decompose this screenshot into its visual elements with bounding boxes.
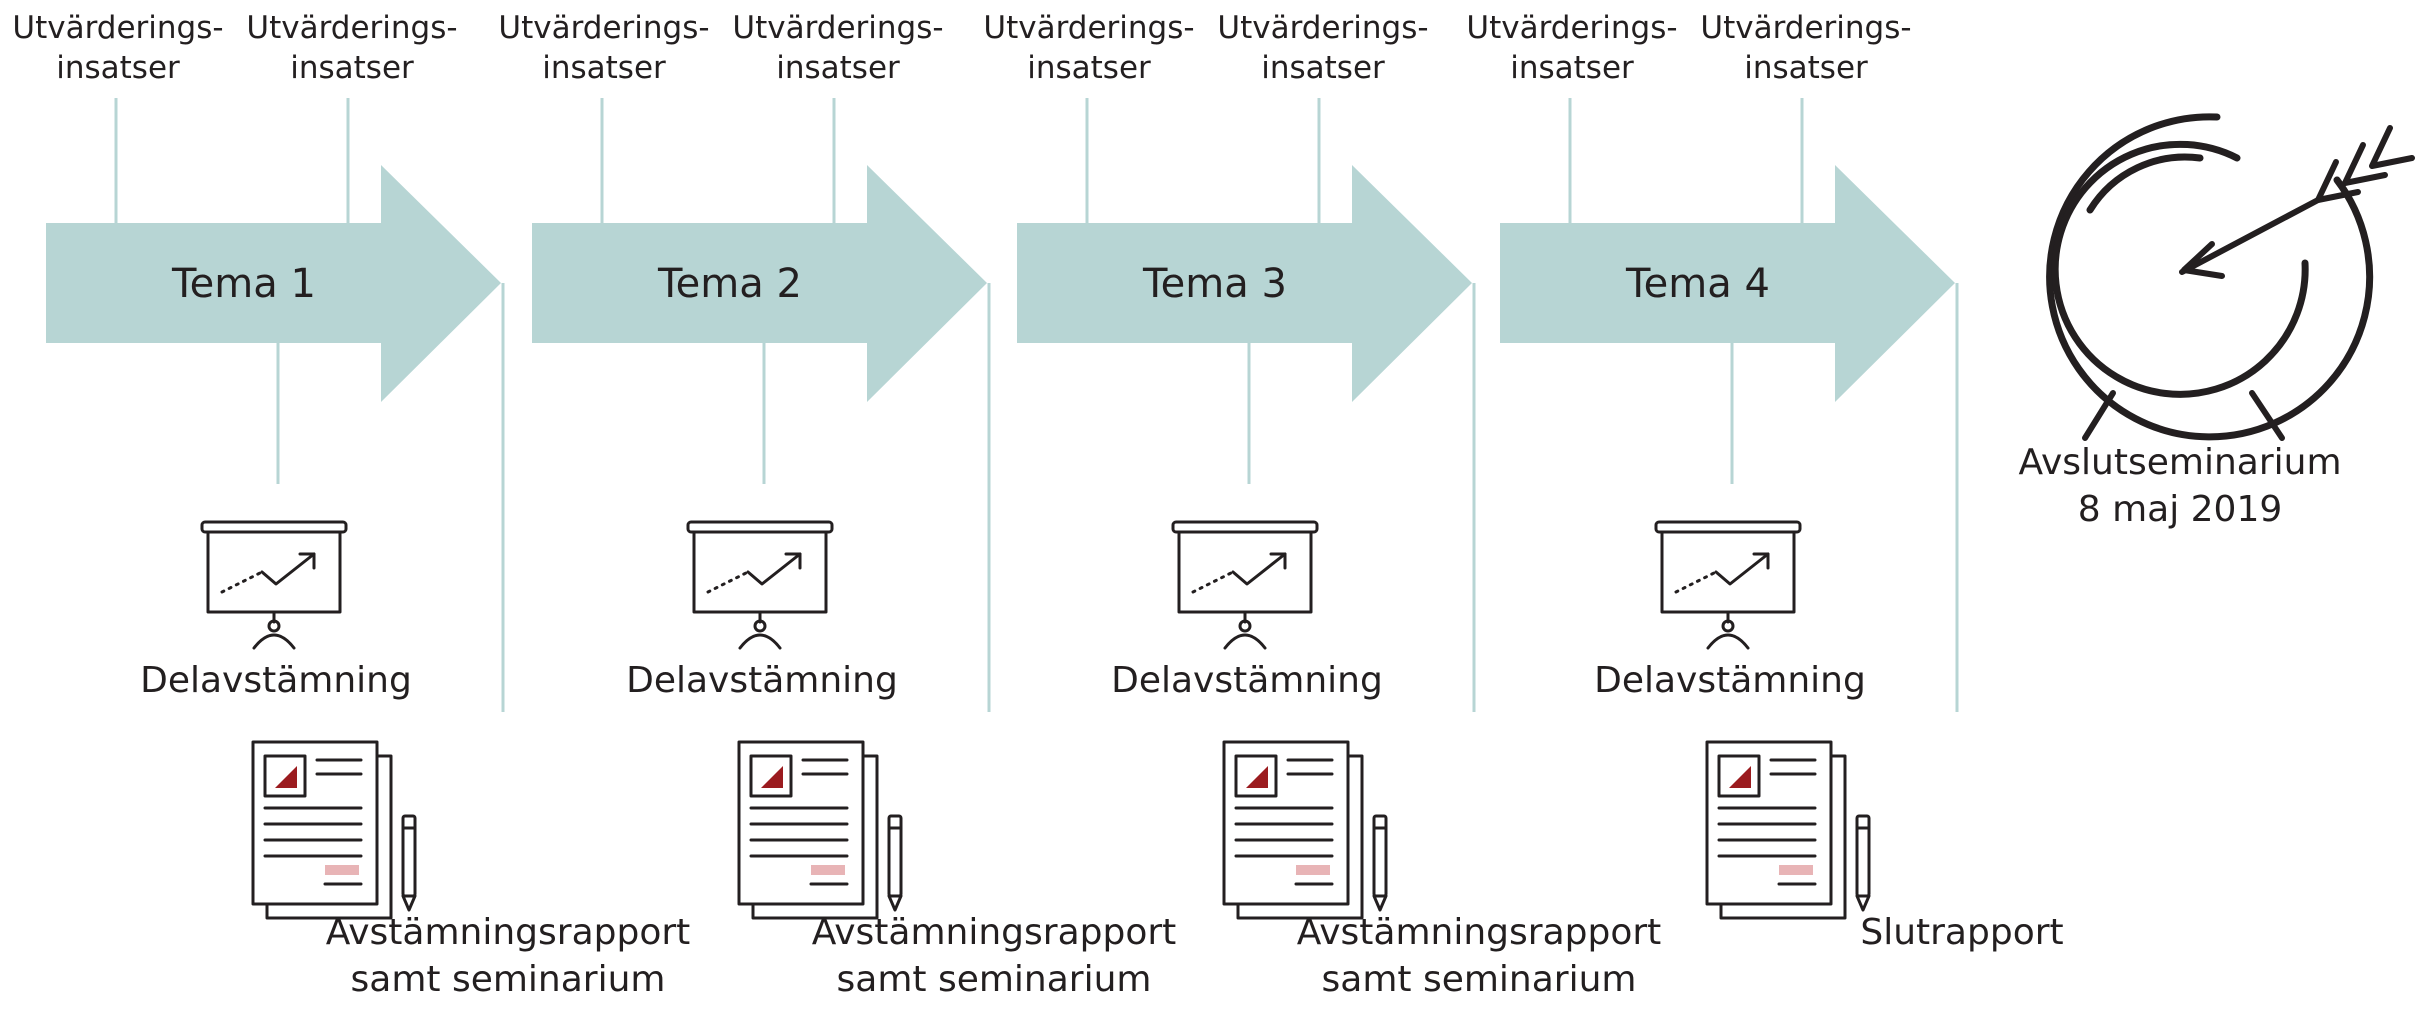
theme-label: Tema 4 (1626, 261, 1770, 307)
checkpoint-label: Delavstämning (626, 660, 898, 701)
stage-group-1 (46, 98, 505, 712)
evaluation-label: Utvärderings- insatser (1700, 10, 1912, 87)
theme-label: Tema 3 (1143, 261, 1287, 307)
evaluation-label: Utvärderings- insatser (498, 10, 710, 87)
checkpoint-label: Delavstämning (1594, 660, 1866, 701)
presentation-board-icon (1654, 520, 1802, 650)
report-label: Avstämningsrapport samt seminarium (325, 912, 691, 1000)
evaluation-label: Utvärderings- insatser (983, 10, 1195, 87)
stage-group-4 (1500, 98, 1959, 712)
report-label: Avstämningsrapport samt seminarium (811, 912, 1177, 1000)
report-label: Slutrapport (1860, 912, 2064, 953)
evaluation-label: Utvärderings- insatser (1466, 10, 1678, 87)
stage-arrow (1017, 165, 1472, 402)
theme-label: Tema 2 (658, 261, 802, 307)
stage-group-3 (1017, 98, 1476, 712)
stage-group-2 (532, 98, 991, 712)
stage-arrow (532, 165, 987, 402)
report-document-icon (251, 740, 417, 920)
report-label: Avstämningsrapport samt seminarium (1296, 912, 1662, 1000)
evaluation-label: Utvärderings- insatser (1217, 10, 1429, 87)
evaluation-label: Utvärderings- insatser (246, 10, 458, 87)
evaluation-label: Utvärderings- insatser (732, 10, 944, 87)
report-document-icon (737, 740, 903, 920)
final-seminar-label: Avslutseminarium 8 maj 2019 (2018, 442, 2342, 530)
evaluation-label: Utvärderings- insatser (12, 10, 224, 87)
checkpoint-label: Delavstämning (140, 660, 412, 701)
presentation-board-icon (200, 520, 348, 650)
stage-arrow (46, 165, 501, 402)
presentation-board-icon (686, 520, 834, 650)
checkpoint-label: Delavstämning (1111, 660, 1383, 701)
report-document-icon (1222, 740, 1388, 920)
report-document-icon (1705, 740, 1871, 920)
stage-arrow (1500, 165, 1955, 402)
theme-label: Tema 1 (172, 261, 316, 307)
target-with-arrow-icon (2046, 113, 2415, 441)
presentation-board-icon (1171, 520, 1319, 650)
